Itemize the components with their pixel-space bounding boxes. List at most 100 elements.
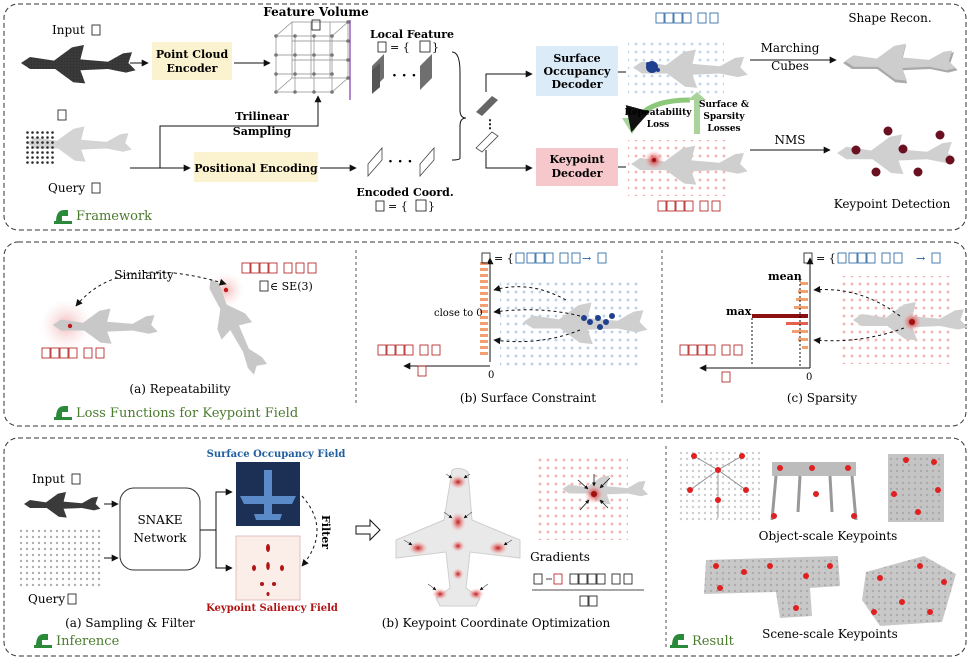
arrow-to-keypoint (485, 150, 533, 172)
sparsity-top-arrow: → (916, 252, 925, 265)
object-scale-label: Object-scale Keypoints (759, 529, 898, 543)
result-icon (670, 634, 688, 648)
framework-title: Framework (76, 209, 152, 224)
surface-sparsity-1: Surface & (699, 100, 749, 110)
surface-decoder-line2: Occupancy (544, 65, 611, 78)
inference-panel (3, 437, 967, 657)
feature-volume-nodes (274, 20, 350, 94)
query-symbol-top (57, 109, 67, 121)
inference-input-cloud (24, 492, 101, 518)
surface-arrow-3 (493, 329, 581, 345)
surface-arrow-1 (493, 284, 567, 301)
point-cloud-encoder-line2: Encoder (167, 62, 218, 75)
filter-label: Filter (319, 515, 332, 549)
arrow-to-surface (485, 70, 533, 92)
sparsity-zero: 0 (806, 372, 812, 383)
repeatability-math-top (241, 262, 317, 274)
object-keypoints-images (678, 452, 944, 522)
query-symbol (91, 182, 101, 194)
shape-recon-mesh (843, 43, 958, 84)
snake-network-line1: SNAKE (137, 513, 182, 527)
point-cloud-encoder-line1: Point Cloud (156, 48, 229, 61)
inference-icon (34, 634, 52, 648)
inference-query-symbol (67, 593, 77, 605)
loss-icon (54, 406, 72, 420)
surface-top-arrow: → (582, 252, 591, 265)
surface-zero: 0 (488, 370, 494, 381)
surface-field-plane (240, 470, 296, 520)
encoded-coord-symbol-2 (415, 199, 427, 212)
snake-network-line2: Network (134, 531, 188, 545)
surface-decoder-line3: Decoder (551, 78, 602, 91)
inference-title: Inference (56, 634, 120, 649)
trilinear-label-1: Trilinear (235, 110, 289, 123)
marching-cubes-2: Cubes (771, 59, 809, 73)
point-cloud-encoder (152, 42, 232, 80)
surface-sparsity-3: Losses (707, 124, 740, 134)
encoded-coord-bars (367, 146, 435, 178)
keypoint-detection-image (837, 126, 956, 177)
input-label: Input (52, 23, 85, 37)
surface-occupancy-decoder (536, 46, 618, 96)
local-feature-set-close: } (432, 41, 439, 54)
caption-sampling-filter: (a) Sampling & Filter (65, 616, 195, 630)
input-symbol (91, 24, 101, 36)
sparsity-top-symbol (803, 252, 813, 264)
marching-cubes-1: Marching (761, 41, 820, 55)
surface-bars (480, 262, 488, 355)
encoded-coord-symbol (375, 200, 385, 212)
positional-encoding-label: Positional Encoding (194, 162, 318, 175)
loss-title: Loss Functions for Keypoint Field (76, 406, 298, 421)
gradient-formula (532, 573, 644, 607)
positional-encoding (194, 152, 318, 182)
gradient-arrows (403, 473, 513, 591)
keypoint-saliency-marks (252, 544, 284, 596)
result-title: Result (692, 634, 735, 649)
svg-text:⋮: ⋮ (484, 117, 496, 131)
sparsity-image (840, 276, 968, 364)
surface-top-math (515, 252, 607, 264)
surface-constraint-image (500, 282, 648, 366)
repeatability-math-bottom (41, 347, 105, 359)
gradients-label: Gradients (530, 550, 590, 564)
surface-field-math (655, 12, 719, 24)
surface-top-set: = { (494, 252, 514, 265)
local-feature-symbol-2 (419, 40, 431, 53)
trilinear-label-2: Sampling (233, 125, 292, 138)
concat-bracket (451, 51, 467, 161)
keypoint-decoder-line1: Keypoint (550, 153, 606, 166)
concat-bars: ⋮ (475, 96, 499, 153)
keypoint-optimization-plane (395, 467, 521, 607)
surface-top-symbol (481, 252, 491, 264)
repeatability-loss-2: Loss (647, 120, 669, 130)
caption-surface-constraint: (b) Surface Constraint (460, 391, 596, 405)
trilinear-sampling-line (159, 95, 322, 168)
scene-keypoints-images (704, 556, 956, 626)
keypoint-detection-label: Keypoint Detection (834, 197, 951, 211)
hollow-arrow (355, 518, 381, 542)
loss-panel (3, 241, 967, 427)
repeatability-plane-2 (193, 271, 275, 381)
similarity-label: Similarity (114, 268, 174, 282)
max-label: max (726, 305, 752, 318)
inference-query-cloud (20, 528, 102, 588)
surface-decoder-line1: Surface (553, 52, 600, 65)
sparsity-top-math (837, 252, 941, 264)
surface-field-image (628, 42, 748, 98)
encoded-coord-set-close: } (428, 200, 435, 213)
filter-arrow (301, 495, 318, 567)
keypoint-decoder (536, 148, 618, 186)
keypoint-saliency-label: Keypoint Saliency Field (206, 603, 338, 614)
se3-label: ∈ SE(3) (270, 280, 313, 293)
caption-repeatability: (a) Repeatability (129, 382, 230, 396)
se3-symbol (259, 280, 269, 292)
scene-scale-label: Scene-scale Keypoints (762, 627, 898, 641)
input-point-cloud (21, 45, 136, 84)
repeatability-curve (625, 97, 691, 133)
arrow-snake-surface (200, 488, 233, 531)
query-points (24, 126, 132, 164)
caption-sparsity: (c) Sparsity (787, 391, 858, 405)
inference-query-label: Query (28, 592, 65, 606)
feature-volume-cube (275, 21, 349, 93)
local-feature-dots: · · · (392, 68, 416, 84)
